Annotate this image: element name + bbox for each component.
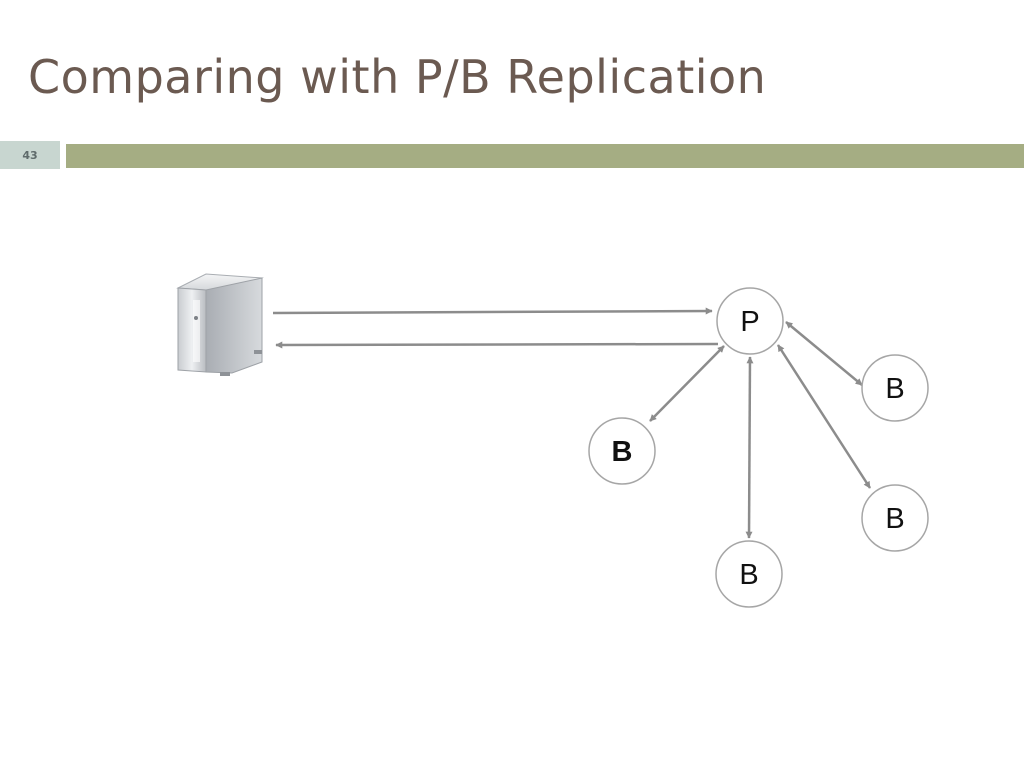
server-tower-icon	[176, 273, 264, 376]
node-label: B	[739, 559, 758, 591]
link-primary-backup-right-lower	[776, 344, 872, 489]
node-backup-left: B	[588, 417, 656, 485]
slide-number: 43	[0, 141, 60, 169]
node-backup-right-upper: B	[861, 354, 929, 422]
node-label: B	[612, 436, 633, 468]
title-accent-bar	[66, 144, 1024, 168]
reply-arrow	[275, 341, 719, 349]
node-primary: P	[716, 287, 784, 355]
node-backup-bottom: B	[715, 540, 783, 608]
node-label: P	[740, 306, 759, 338]
request-arrow	[272, 307, 713, 315]
node-label: B	[885, 503, 904, 535]
node-backup-right-lower: B	[861, 484, 929, 552]
link-primary-backup-bottom	[745, 356, 754, 539]
link-primary-backup-left	[649, 345, 725, 422]
slide-title: Comparing with P/B Replication	[28, 50, 767, 104]
node-label: B	[885, 373, 904, 405]
